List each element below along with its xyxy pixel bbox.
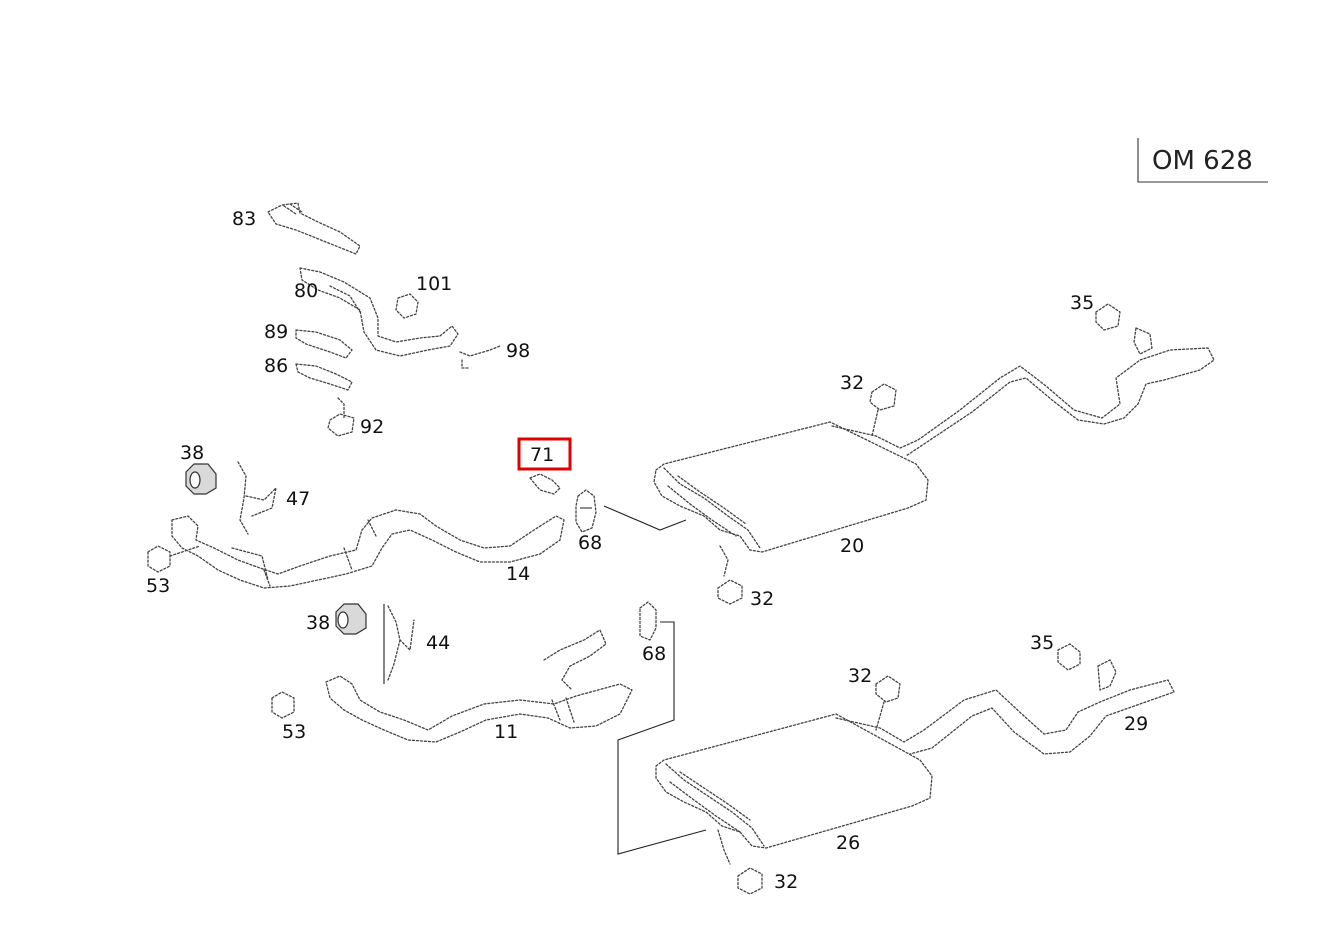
callout-68-lower[interactable]: 68 [642,643,666,665]
engine-label: OM 628 [1152,146,1253,176]
callout-71[interactable]: 71 [530,444,554,466]
callout-11[interactable]: 11 [494,721,518,743]
muffler-upper [653,303,1215,605]
callout-80[interactable]: 80 [294,280,318,302]
callout-20[interactable]: 20 [840,535,864,557]
callout-86[interactable]: 86 [264,355,288,377]
callout-44[interactable]: 44 [426,632,450,654]
leader-line [603,505,687,531]
bracket-assembly [267,202,501,437]
callout-53-lower[interactable]: 53 [282,721,306,743]
callout-32-upper-bottom[interactable]: 32 [750,588,774,610]
callout-38-lower[interactable]: 38 [306,612,330,634]
callout-92[interactable]: 92 [360,416,384,438]
callout-83[interactable]: 83 [232,208,256,230]
callout-35-lower[interactable]: 35 [1030,632,1054,654]
callout-labels: 83 80 101 89 98 86 92 38 47 71 68 14 53 … [146,208,1148,893]
callout-32-upper-hanger[interactable]: 32 [840,372,864,394]
callout-68-upper[interactable]: 68 [578,532,602,554]
callout-35-upper[interactable]: 35 [1070,292,1094,314]
callout-32-lower-bottom[interactable]: 32 [774,871,798,893]
callout-14[interactable]: 14 [506,563,530,585]
highlight-box [517,437,572,471]
muffler-lower [655,643,1175,895]
callout-38-upper[interactable]: 38 [180,442,204,464]
exhaust-line-lower [271,601,707,855]
callout-98[interactable]: 98 [506,340,530,362]
callout-53-upper[interactable]: 53 [146,575,170,597]
callout-29[interactable]: 29 [1124,713,1148,735]
callout-32-lower-hanger[interactable]: 32 [848,665,872,687]
callout-89[interactable]: 89 [264,321,288,343]
callout-101[interactable]: 101 [416,273,452,295]
callout-26[interactable]: 26 [836,832,860,854]
callout-47[interactable]: 47 [286,488,310,510]
exhaust-line-upper [147,461,597,589]
engine-label-box: OM 628 [1137,138,1268,183]
